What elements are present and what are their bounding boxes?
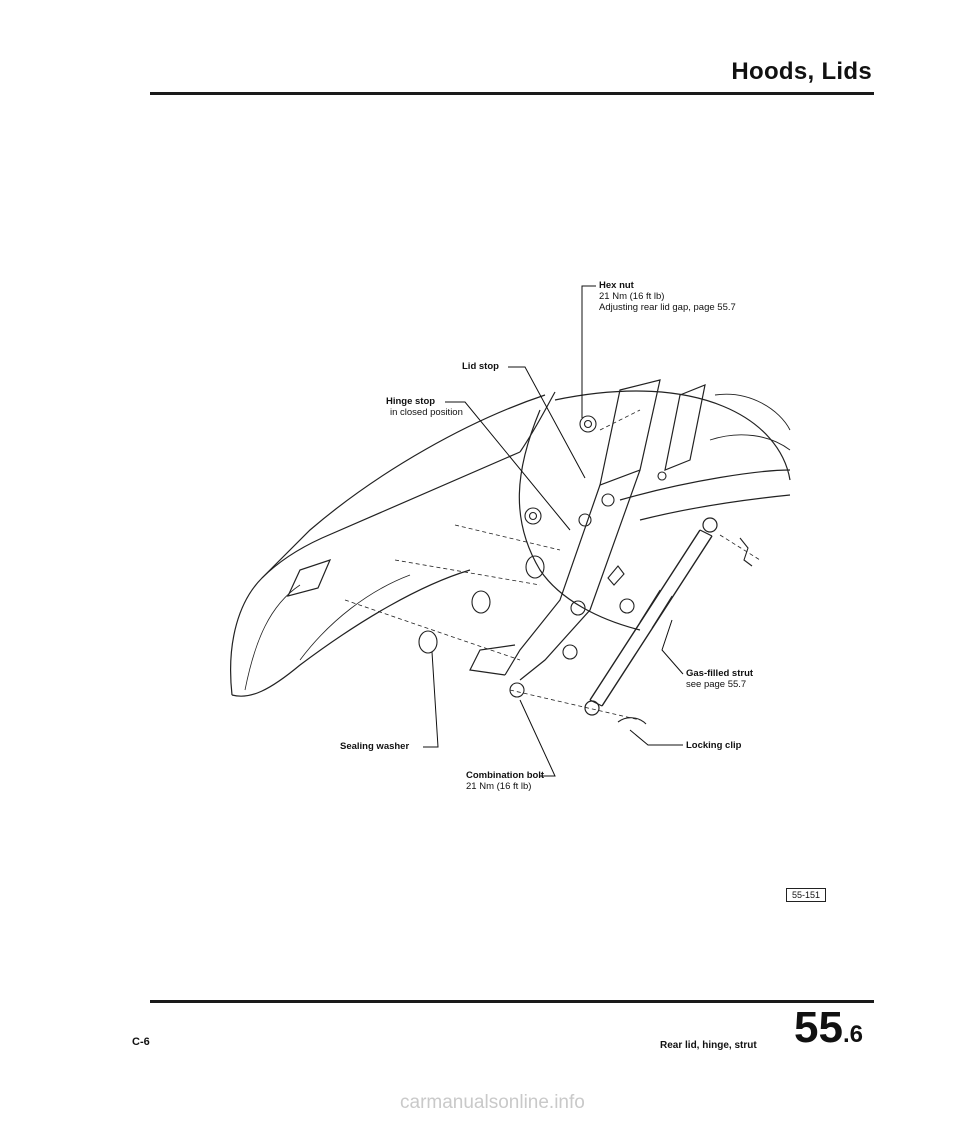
combination-bolt-label: Combination bolt [466,770,545,781]
gas-strut-note: see page 55.7 [686,679,747,690]
header-rule [150,92,874,95]
page-title: Hoods, Lids [731,58,872,85]
lid-stop-label: Lid stop [462,361,499,372]
hex-nut-note: Adjusting rear lid gap, page 55.7 [599,302,736,313]
hinge-stop-note: in closed position [390,407,463,418]
footer-rule [150,1000,874,1003]
footer-caption: Rear lid, hinge, strut [660,1040,757,1051]
hex-nut-torque: 21 Nm (16 ft lb) [599,291,665,302]
page-number: 55.6 [794,1003,863,1052]
hinge-stop-label: Hinge stop [386,396,436,407]
combination-bolt-torque: 21 Nm (16 ft lb) [466,781,532,792]
watermark: carmanualsonline.info [400,1092,585,1113]
hex-nut-label: Hex nut [599,280,634,291]
locking-clip-label: Locking clip [686,740,742,751]
lid-outline [230,394,546,696]
footer-left-code: C-6 [132,1036,150,1048]
figure-number: 55-151 [786,888,827,902]
sealing-washer-label: Sealing washer [340,741,410,752]
gas-strut-label: Gas-filled strut [686,668,754,679]
